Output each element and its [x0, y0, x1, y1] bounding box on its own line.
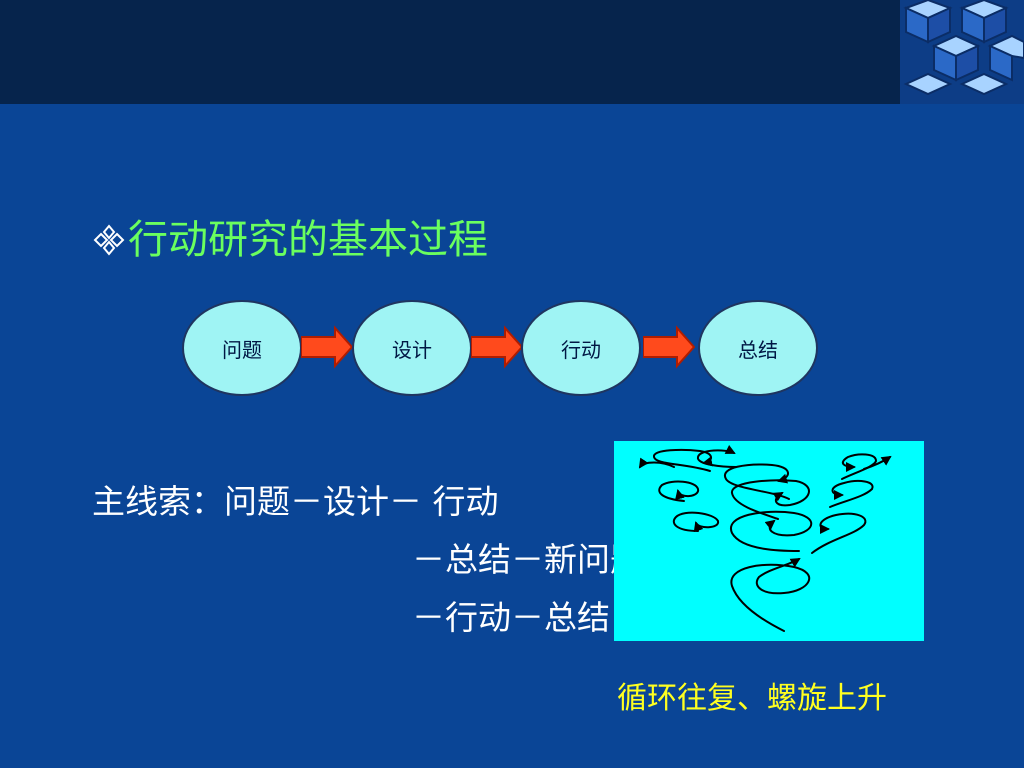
- process-node-problem: 问题: [182, 300, 302, 396]
- decorative-cube-pattern: [900, 0, 1024, 104]
- right-block-arrow-icon: [301, 325, 353, 369]
- process-node-design: 设计: [352, 300, 472, 396]
- process-node-action: 行动: [521, 300, 641, 396]
- process-node-summary: 总结: [698, 300, 818, 396]
- slide-title-text: 行动研究的基本过程: [128, 217, 488, 263]
- header-bar: [0, 0, 900, 104]
- main-thread-line-3: －行动－总结: [412, 598, 610, 637]
- spiral-arrow-icon: [638, 444, 892, 632]
- spiral-illustration: [614, 441, 924, 641]
- four-diamond-bullet-icon: [93, 224, 125, 256]
- main-thread-line-1: 主线索：问题－设计－ 行动: [92, 482, 499, 521]
- spiral-caption: 循环往复、螺旋上升: [617, 681, 887, 716]
- right-block-arrow-icon: [471, 325, 523, 369]
- slide-title: 行动研究的基本过程: [92, 212, 488, 268]
- right-block-arrow-icon: [643, 325, 695, 369]
